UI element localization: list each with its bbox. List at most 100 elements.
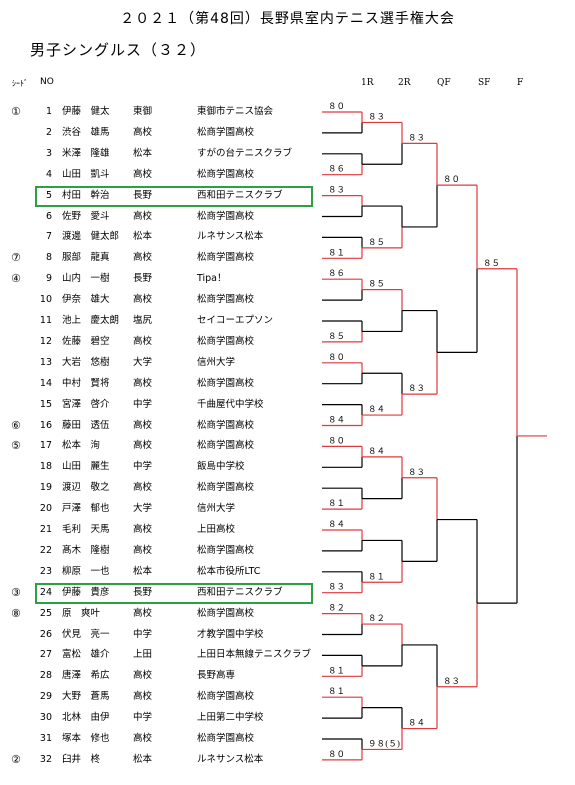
player-affiliation: 松本 [133, 565, 153, 577]
player-affiliation: 高校 [133, 252, 153, 264]
player-club: 松商学園高校 [197, 440, 255, 452]
player-name: 大岩 悠樹 [62, 356, 110, 368]
player-affiliation: 高校 [133, 335, 153, 347]
player-club: 信州大学 [197, 503, 236, 515]
player-name: 服部 龍真 [62, 252, 110, 264]
match-score: ８３ [408, 384, 425, 394]
seed-mark: ① [11, 105, 21, 118]
player-number: 6 [45, 210, 52, 222]
player-affiliation: 大学 [133, 356, 153, 368]
match-score: ８３ [328, 186, 345, 196]
player-row: 2 渋谷 雄馬 高校 松商学園高校 [0, 126, 575, 140]
player-number: 18 [39, 461, 52, 473]
player-club: Tipa！ [197, 273, 227, 285]
match-score: ８１ [328, 248, 345, 258]
player-club: 上田高校 [197, 524, 236, 535]
match-score: ８４ [328, 520, 345, 530]
seed-mark: ⑥ [11, 418, 21, 432]
player-club: 松商学園高校 [197, 733, 255, 744]
player-number: 15 [39, 398, 52, 410]
match-score: ８４ [368, 405, 385, 415]
player-number: 22 [39, 544, 52, 556]
player-club: 松商学園高校 [197, 607, 255, 619]
match-score: ８３ [368, 112, 385, 122]
player-club: 松商学園高校 [197, 377, 255, 389]
player-number: 29 [39, 691, 52, 703]
player-number: 2 [45, 126, 52, 138]
match-score: ８６ [328, 269, 345, 279]
player-club: 飯島中学校 [197, 461, 245, 473]
match-score: ８２ [368, 614, 385, 624]
header-no: NO [40, 77, 54, 87]
player-club: 才教学園中学校 [197, 628, 264, 640]
match-score: ９８(５) [368, 738, 400, 749]
player-name: 伊藤 健太 [62, 106, 110, 117]
player-affiliation: 上田 [133, 649, 153, 661]
player-affiliation: 大学 [133, 503, 153, 515]
match-score: ８５ [368, 238, 385, 248]
player-name: 北林 由伊 [62, 712, 110, 724]
player-number: 26 [39, 628, 52, 640]
player-name: 臼井 柊 [62, 753, 101, 765]
player-club: 千曲屋代中学校 [197, 398, 264, 410]
player-club: 松商学園高校 [197, 544, 255, 556]
match-score: ８１ [328, 666, 345, 676]
match-score: ８０ [328, 436, 345, 446]
match-score: ８０ [328, 750, 345, 760]
player-affiliation: 高校 [133, 210, 153, 222]
player-name: 山田 凱斗 [62, 168, 110, 180]
player-club: ルネサンス松本 [197, 231, 264, 243]
match-score: ８１ [368, 572, 385, 582]
player-affiliation: 長野 [133, 586, 153, 598]
player-name: 戸澤 郁也 [62, 503, 110, 515]
player-name: 伊奈 雄大 [62, 294, 110, 306]
match-score: ８０ [443, 175, 460, 185]
player-name: 佐野 愛斗 [62, 210, 110, 222]
player-name: 山田 麗生 [62, 461, 110, 473]
player-name: 渋谷 雄馬 [62, 126, 110, 138]
player-name: 伏見 亮一 [62, 628, 110, 640]
player-club: すがの台テニスクラブ [197, 147, 293, 159]
player-name: 池上 慶太朗 [62, 315, 120, 326]
player-club: セイコーエプソン [197, 315, 274, 326]
player-club: 上田第二中学校 [197, 712, 264, 724]
player-affiliation: 高校 [133, 294, 153, 306]
player-affiliation: 高校 [133, 524, 153, 535]
player-number: 21 [39, 524, 52, 535]
match-score: ８０ [328, 353, 345, 363]
player-club: 松商学園高校 [197, 294, 255, 306]
player-affiliation: 高校 [133, 419, 153, 431]
player-name: 伊藤 貴彦 [62, 586, 110, 598]
seed-mark: ③ [11, 585, 21, 599]
player-number: 20 [39, 503, 52, 515]
player-affiliation: 長野 [133, 273, 153, 285]
match-score: ８４ [368, 447, 385, 457]
player-name: 佐藤 碧空 [62, 335, 110, 347]
player-name: 渡邊 健太郎 [62, 231, 120, 243]
player-number: 28 [39, 670, 52, 682]
page-title: ２０２１（第48回）長野県室内テニス選手権大会 [120, 11, 455, 27]
player-club: 松商学園高校 [197, 252, 255, 264]
player-affiliation: 高校 [133, 440, 153, 452]
player-number: 14 [39, 377, 52, 389]
player-number: 13 [39, 356, 52, 368]
player-number: 16 [39, 419, 52, 431]
header-round-2r: 2R [398, 78, 411, 88]
seed-mark: ⑤ [11, 439, 21, 453]
player-club: 松商学園高校 [197, 335, 255, 347]
player-affiliation: 高校 [133, 126, 153, 138]
player-club: 松商学園高校 [197, 126, 255, 138]
